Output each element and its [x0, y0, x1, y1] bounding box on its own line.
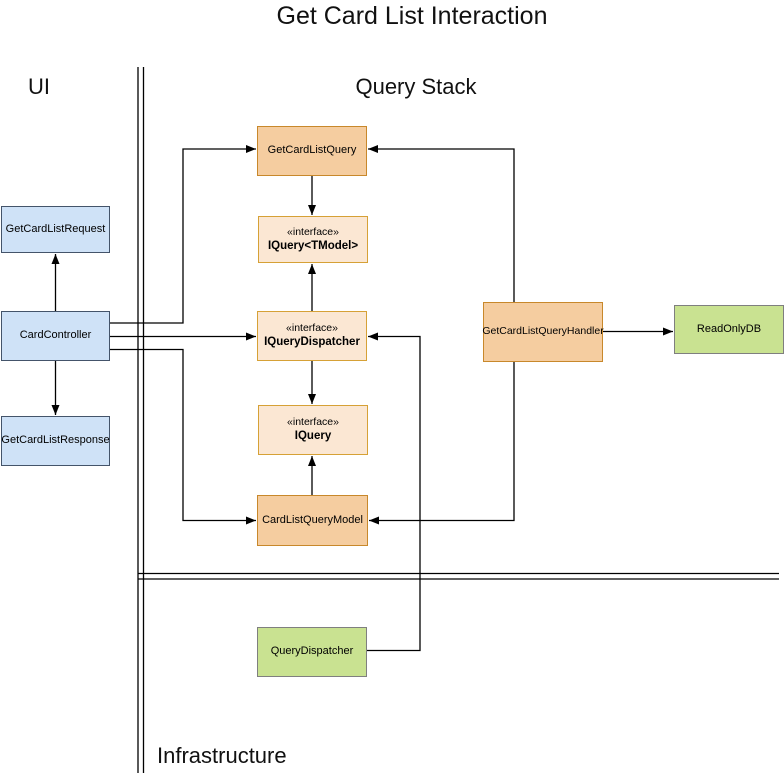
node-get-card-list-query: GetCardListQuery — [257, 126, 367, 176]
node-label: GetCardListResponse — [1, 434, 110, 447]
node-get-card-list-query-handler: GetCardListQueryHandler — [482, 302, 604, 362]
node-iquery-tmodel: «interface» IQuery<TModel> — [258, 216, 368, 263]
node-label: IQuery — [294, 430, 332, 443]
node-label: IQueryDispatcher — [264, 336, 360, 349]
edge-handler-to-getcardlistquery — [368, 145, 515, 302]
node-query-dispatcher: QueryDispatcher — [257, 627, 367, 677]
lane-label-query-stack: Query Stack — [355, 74, 477, 99]
node-iquery-dispatcher: «interface» IQueryDispatcher — [257, 311, 367, 361]
edge-cardcontroller-to-cardlistquerymodel — [110, 348, 256, 525]
node-read-only-db: ReadOnlyDB — [674, 305, 784, 354]
node-label: CardListQueryModel — [262, 513, 363, 526]
node-stereotype: «interface» — [286, 322, 338, 335]
node-label: GetCardListQuery — [267, 144, 357, 157]
edge-querydispatcher-to-iquerydispatcher — [367, 332, 421, 652]
edge-handler-to-cardlistquerymodel — [369, 362, 515, 525]
node-iquery: «interface» IQuery — [258, 405, 368, 455]
node-card-list-query-model: CardListQueryModel — [257, 495, 368, 546]
lane-label-infrastructure: Infrastructure — [157, 743, 287, 768]
node-get-card-list-response: GetCardListResponse — [1, 416, 110, 466]
node-stereotype: «interface» — [287, 225, 339, 238]
node-label: GetCardListQueryHandler — [482, 325, 604, 338]
lane-label-ui: UI — [28, 74, 50, 99]
node-card-controller: CardController — [1, 311, 110, 361]
node-label: CardController — [19, 329, 92, 342]
node-get-card-list-request: GetCardListRequest — [1, 206, 110, 253]
node-label: QueryDispatcher — [270, 645, 354, 658]
diagram-title: Get Card List Interaction — [276, 2, 548, 30]
node-stereotype: «interface» — [287, 416, 339, 429]
edge-cardcontroller-to-getcardlistquery — [110, 145, 256, 324]
node-label: ReadOnlyDB — [696, 322, 762, 335]
node-label: GetCardListRequest — [5, 222, 106, 235]
node-label: IQuery<TModel> — [267, 239, 359, 252]
